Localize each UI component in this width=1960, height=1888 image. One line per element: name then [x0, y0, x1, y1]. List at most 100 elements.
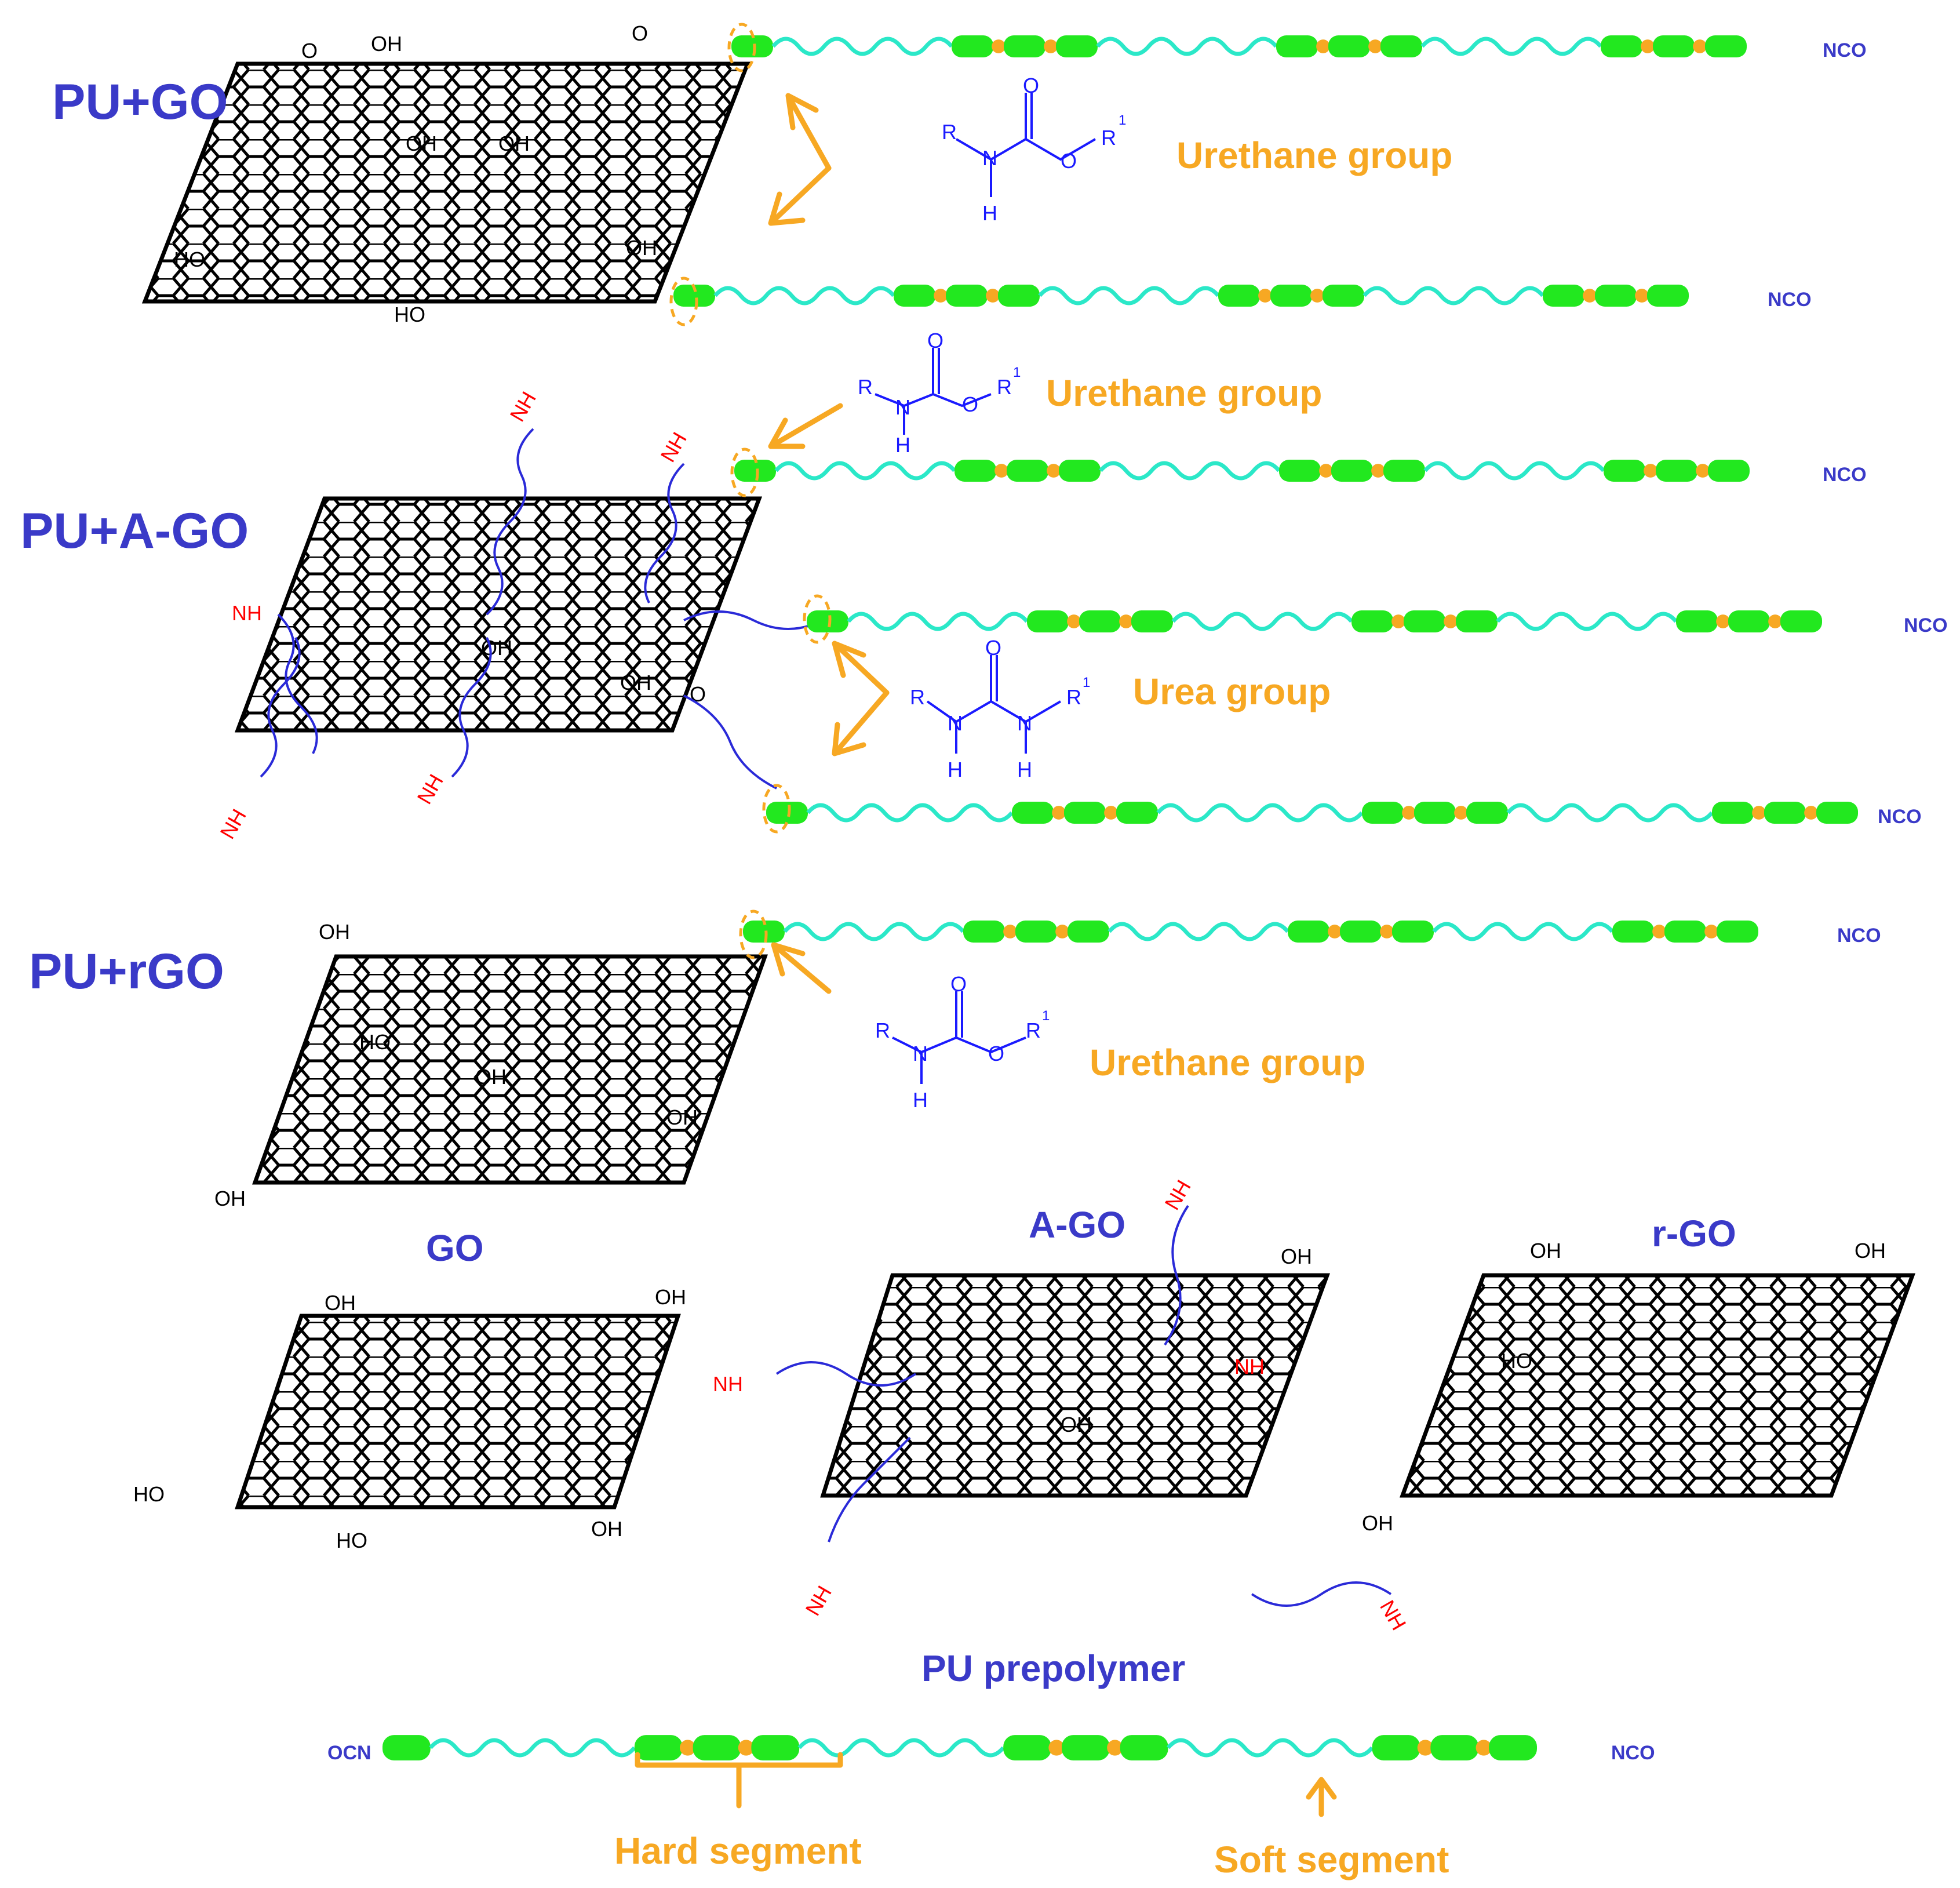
cooh-label: OH: [1281, 1245, 1312, 1268]
hydroxyl-label: OH: [626, 236, 657, 260]
arrow-icon: [832, 641, 890, 696]
urethane-label: Urethane group: [1090, 1042, 1365, 1083]
urethane-link: [1328, 925, 1342, 938]
soft-segment: [1099, 461, 1281, 481]
functional-groups: OH O O HO HO OH OH OH OH OH O OH OH HO O…: [133, 21, 1886, 1552]
hard-segment-block: [946, 285, 988, 307]
hard-segment-block: [1466, 802, 1508, 824]
chem-o: O: [1061, 149, 1077, 173]
hard-segment-block: [1003, 1735, 1051, 1760]
urethane-link: [1258, 289, 1272, 303]
urethane-link: [1104, 806, 1118, 820]
amine-label: NH: [215, 805, 251, 843]
hard-segment-block: [1012, 802, 1054, 824]
chem-n: N: [1017, 711, 1032, 735]
urethane-link: [1716, 614, 1730, 628]
chem-h: H: [1017, 758, 1032, 781]
hard-segment-block: [1068, 921, 1109, 943]
soft-segment: [1107, 922, 1289, 941]
hard-segment-block: [963, 921, 1005, 943]
chem-r1: R: [1101, 126, 1116, 150]
hard-segment-block: [807, 610, 848, 632]
urethane-link: [994, 464, 1008, 478]
hard-segment-block: [1015, 921, 1057, 943]
bracket-icon: [635, 1752, 843, 1809]
soft-segment: [797, 1738, 1005, 1758]
hard-segment-block: [1340, 921, 1382, 943]
soft-segment: [1362, 286, 1544, 305]
hard-segment-block: [955, 460, 996, 482]
hard-segment-block: [1372, 1735, 1420, 1760]
hard-segment-block: [731, 35, 773, 57]
prepolymer-title: PU prepolymer: [921, 1647, 1185, 1689]
urethane-link: [1052, 806, 1066, 820]
group-labels: Urethane group Urethane group Urea group…: [614, 134, 1452, 1880]
hard-segment-block: [1708, 460, 1750, 482]
hard-segment-block: [1004, 35, 1045, 57]
amine-label: NH: [412, 770, 448, 808]
amine-label: NH: [1160, 1176, 1196, 1214]
chem-h: H: [982, 201, 997, 225]
hard-segment-block: [952, 35, 993, 57]
hard-segment-block: [766, 802, 808, 824]
pu-chains: [382, 35, 1858, 1760]
hard-segment-block: [1383, 460, 1425, 482]
urethane-link: [1454, 806, 1468, 820]
go-sheet-pu-go: [141, 61, 751, 304]
soft-segment: [1171, 612, 1353, 631]
hard-segment-block: [1062, 1735, 1110, 1760]
chem-r: R: [858, 375, 873, 399]
urea-structure: R N N H H O R 1: [910, 636, 1090, 781]
hard-segment-block: [1676, 610, 1718, 632]
urethane-link: [1696, 464, 1710, 478]
hard-segment-block: [1131, 610, 1173, 632]
chem-n: N: [895, 395, 910, 419]
hard-segment-block: [1116, 802, 1158, 824]
urethane-link: [1402, 806, 1416, 820]
hard-segment-block: [1279, 460, 1321, 482]
hard-segment-block: [1601, 35, 1642, 57]
nco-label: NCO: [1904, 614, 1948, 636]
chem-r1: R: [1066, 685, 1081, 709]
chem-r1: R: [997, 375, 1012, 399]
arrow-icon: [768, 165, 832, 226]
cooh-label: HO: [394, 303, 425, 326]
soft-segment: [774, 461, 956, 481]
nco-label: NCO: [1837, 925, 1881, 947]
hard-segment-block: [634, 1735, 683, 1760]
chem-sup: 1: [1013, 365, 1021, 380]
hydroxyl-label: OH: [1061, 1413, 1092, 1436]
urethane-link: [1444, 614, 1458, 628]
amine-label: NH: [1375, 1596, 1411, 1635]
nco-label: NCO: [1768, 289, 1812, 311]
chem-sup: 1: [1083, 675, 1090, 690]
carbonyl-o-label: O: [690, 682, 706, 706]
chem-h: H: [913, 1088, 928, 1112]
amine-label: NH: [713, 1372, 743, 1396]
urethane-link: [1003, 925, 1017, 938]
hard-segment-block: [1027, 610, 1069, 632]
amine-label: NH: [232, 601, 262, 625]
cooh-label: OH: [1362, 1511, 1393, 1535]
urethane-link: [1119, 614, 1133, 628]
chem-o: O: [985, 636, 1001, 660]
urethane-label: Urethane group: [1046, 372, 1322, 414]
hard-segment-block: [1728, 610, 1770, 632]
urethane-link: [1476, 1740, 1492, 1756]
soft-segment: [1156, 803, 1364, 823]
hard-segment-label: Hard segment: [614, 1830, 862, 1872]
chem-o: O: [927, 329, 943, 352]
chem-o: O: [962, 392, 978, 416]
amine-label: NH: [1234, 1355, 1265, 1378]
urethane-link: [1067, 614, 1081, 628]
hard-segment-block: [1543, 285, 1584, 307]
urethane-link: [1048, 1740, 1065, 1756]
hard-segment-block: [1323, 285, 1364, 307]
cooh-label: OH: [319, 920, 350, 944]
hard-segment-block: [1456, 610, 1498, 632]
urethane-link: [1644, 464, 1657, 478]
urethane-link: [1768, 614, 1782, 628]
hydroxyl-label: HO: [359, 1030, 391, 1054]
